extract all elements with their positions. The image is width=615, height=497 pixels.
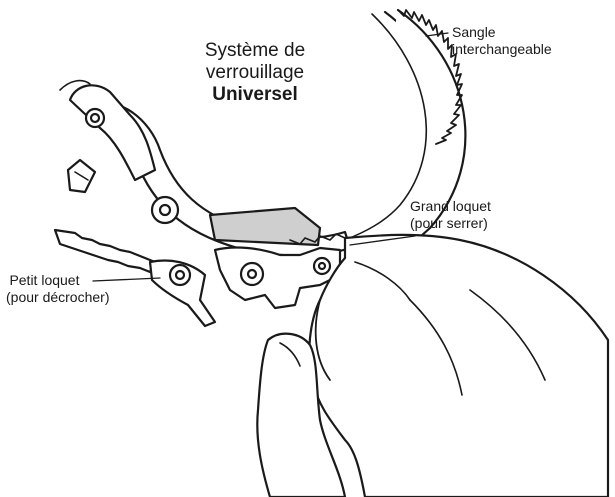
large-latch-callout-line-2: (pour serrer) (410, 215, 491, 232)
large-latch-callout-line-1: Grand loquet (410, 198, 491, 215)
strap-callout-line-1: Sangle (452, 24, 552, 41)
title-line-1: Système de (150, 40, 360, 62)
small-latch-callout-line-1: Petit loquet (6, 272, 110, 289)
strap-callout: Sangle interchangeable (452, 24, 552, 58)
title-line-2: verrouillage (150, 62, 360, 84)
system-title: Système de verrouillage Universel (150, 40, 360, 106)
large-latch-callout: Grand loquet (pour serrer) (410, 198, 491, 232)
title-line-3: Universel (150, 84, 360, 106)
small-latch-callout-line-2: (pour décrocher) (6, 289, 110, 306)
strap-illustration (345, 10, 465, 272)
strap-callout-line-2: interchangeable (452, 41, 552, 58)
small-latch-callout: Petit loquet (pour décrocher) (6, 272, 110, 306)
latch-frame-illustration (60, 81, 350, 256)
